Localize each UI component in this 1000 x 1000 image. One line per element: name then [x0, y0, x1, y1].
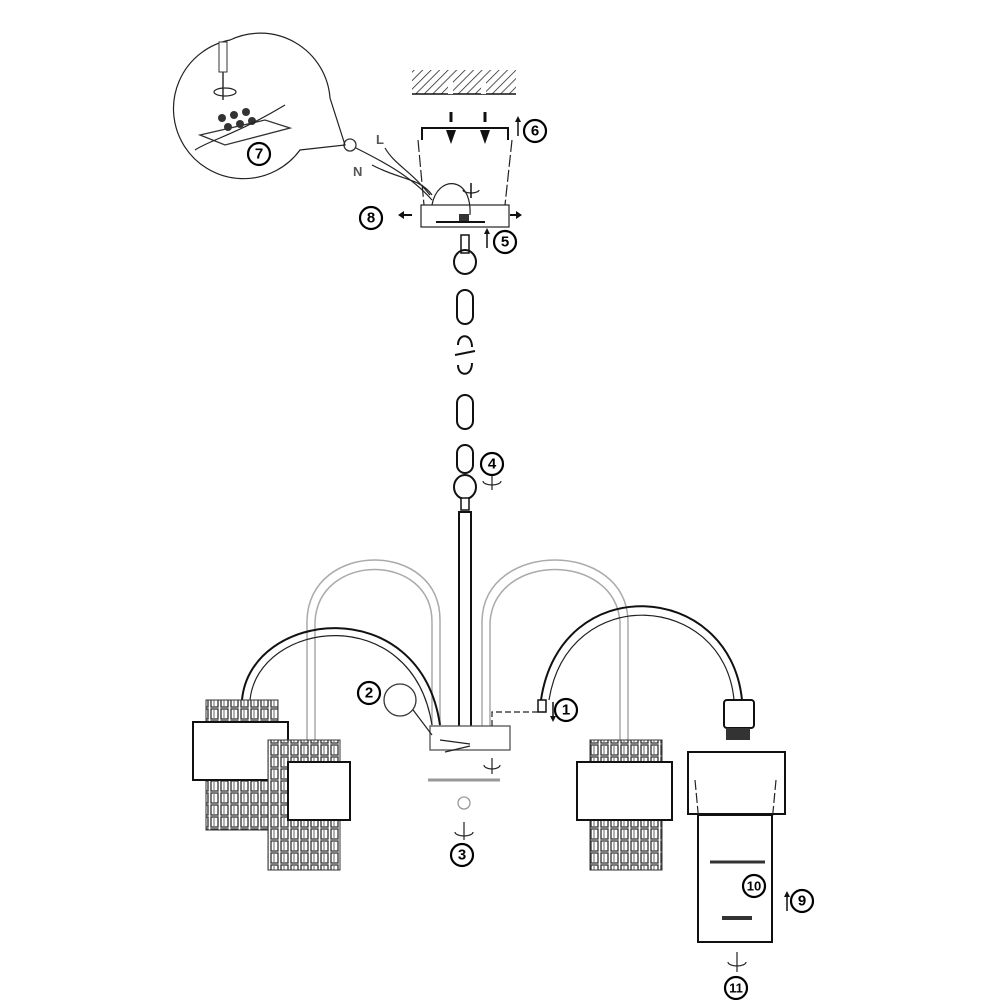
step-8: 8: [358, 205, 384, 231]
step-5: 5: [492, 229, 518, 255]
ground-icon: [343, 138, 357, 152]
svg-text:10: 10: [747, 879, 761, 894]
svg-text:6: 6: [531, 123, 539, 140]
step-1: 1: [553, 697, 579, 723]
step-11: 11: [723, 975, 749, 1000]
svg-text:3: 3: [458, 847, 466, 864]
step-4: 4: [479, 451, 505, 477]
lamp-shade-left-back: [267, 739, 351, 871]
step-2: 2: [356, 680, 382, 706]
back-arms: [306, 559, 629, 740]
step-3: 3: [449, 842, 475, 868]
power-wires: L N: [343, 132, 433, 201]
wire-connector-detail: [383, 683, 417, 717]
svg-text:11: 11: [729, 981, 743, 996]
svg-text:1: 1: [562, 702, 570, 719]
svg-text:9: 9: [798, 893, 806, 910]
direction-arrows: [484, 116, 790, 911]
step-10: 10: [741, 873, 767, 899]
step-6: 6: [522, 118, 548, 144]
svg-text:5: 5: [501, 234, 509, 251]
lamp-holder-exploded: [687, 699, 786, 972]
svg-text:8: 8: [367, 210, 375, 227]
svg-text:7: 7: [255, 146, 263, 163]
chain: [453, 234, 477, 511]
hub: [383, 683, 546, 810]
svg-text:4: 4: [488, 456, 497, 473]
step-7: 7: [246, 141, 272, 167]
svg-text:2: 2: [365, 685, 373, 702]
front-arms: [241, 605, 743, 726]
central-stem: [458, 511, 472, 731]
canopy: [398, 139, 522, 228]
ceiling: [412, 70, 516, 95]
live-wire-label: L: [376, 132, 384, 147]
terminal-block-detail: [172, 32, 346, 180]
lamp-shade-right-back: [576, 739, 673, 871]
neutral-wire-label: N: [353, 164, 362, 179]
mounting-bracket: [421, 112, 509, 144]
step-9: 9: [789, 888, 815, 914]
